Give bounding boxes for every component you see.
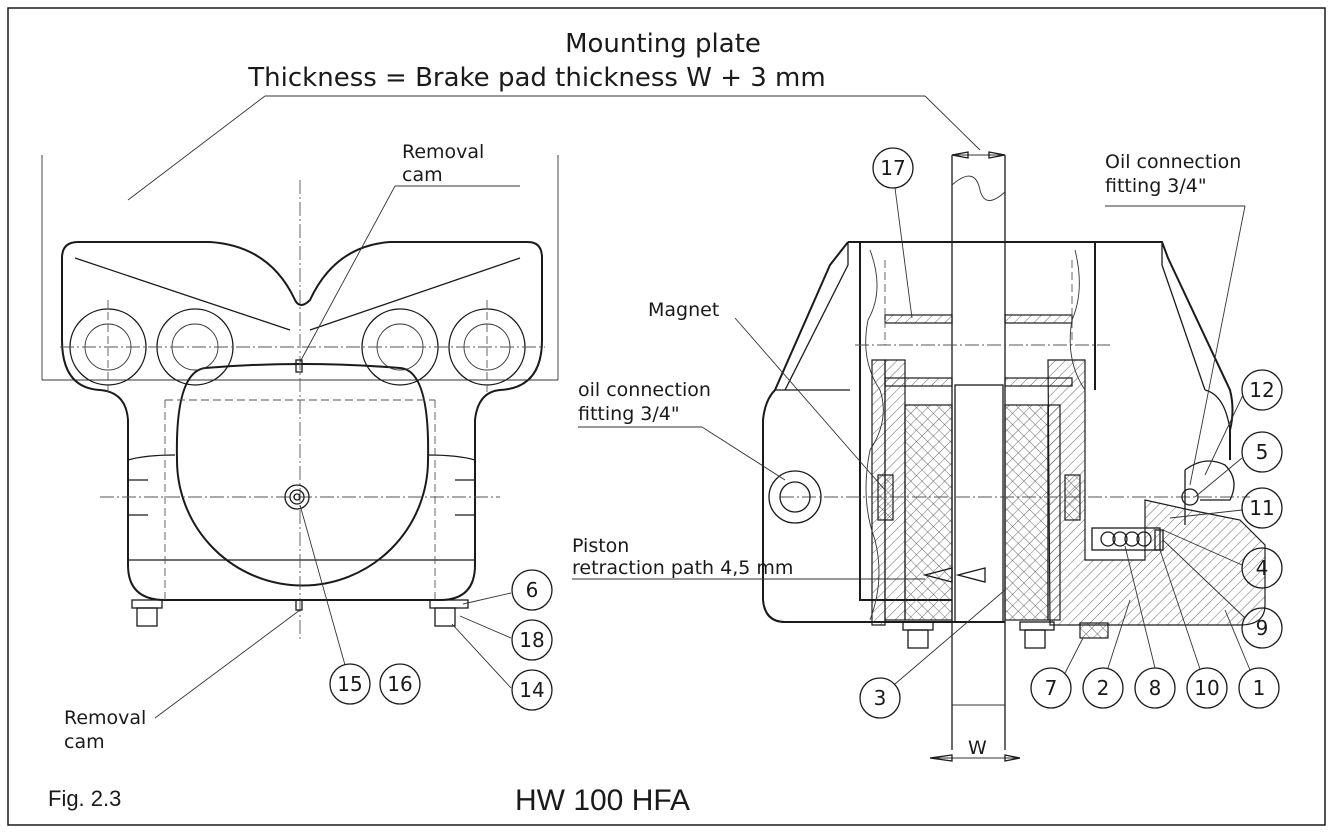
part-4: 4: [1256, 556, 1269, 580]
left-view: [41, 155, 559, 640]
part-14: 14: [519, 678, 544, 702]
piston-label-line-1: Piston: [572, 535, 629, 557]
piston-label-line-2: retraction path 4,5 mm: [572, 557, 793, 579]
oil-connection-right-line-2: fitting 3/4": [1105, 175, 1207, 197]
removal-cam-bottom-line-1: Removal: [64, 707, 146, 729]
right-view: [762, 151, 1266, 762]
part-17: 17: [880, 156, 905, 180]
figure-caption: Fig. 2.3: [48, 786, 121, 811]
right-part-balloons: 17 12 5 11 4 9 3 7 2 8 10 1: [859, 147, 1283, 719]
part-11: 11: [1249, 496, 1274, 520]
oil-connection-right-line-1: Oil connection: [1105, 151, 1241, 173]
removal-cam-top-line-1: Removal: [402, 141, 484, 163]
drawing-frame: [7, 7, 1326, 826]
left-part-balloons: 6 18 14 15 16: [299, 504, 553, 711]
part-3: 3: [874, 686, 887, 710]
part-2: 2: [1097, 676, 1110, 700]
title-line-1: Mounting plate: [565, 29, 761, 59]
part-12: 12: [1249, 378, 1274, 402]
magnet-label: Magnet: [648, 299, 719, 321]
oil-connection-left-line-1: oil connection: [578, 379, 711, 401]
part-6: 6: [526, 578, 539, 602]
oil-connection-left-line-2: fitting 3/4": [578, 403, 680, 425]
model-label: HW 100 HFA: [515, 784, 690, 817]
part-10: 10: [1194, 676, 1219, 700]
part-16: 16: [387, 672, 412, 696]
part-8: 8: [1149, 676, 1162, 700]
part-15: 15: [337, 672, 362, 696]
part-18: 18: [519, 628, 544, 652]
width-dimension-label: W: [968, 737, 987, 759]
part-7: 7: [1045, 676, 1058, 700]
removal-cam-top-line-2: cam: [402, 164, 443, 186]
title-leader-left: [127, 95, 266, 201]
title-leader-right: [924, 95, 981, 151]
part-1: 1: [1253, 676, 1266, 700]
removal-cam-bottom-line-2: cam: [64, 731, 105, 753]
title-line-2: Thickness = Brake pad thickness W + 3 mm: [247, 63, 825, 93]
part-9: 9: [1256, 616, 1269, 640]
part-5: 5: [1256, 440, 1269, 464]
